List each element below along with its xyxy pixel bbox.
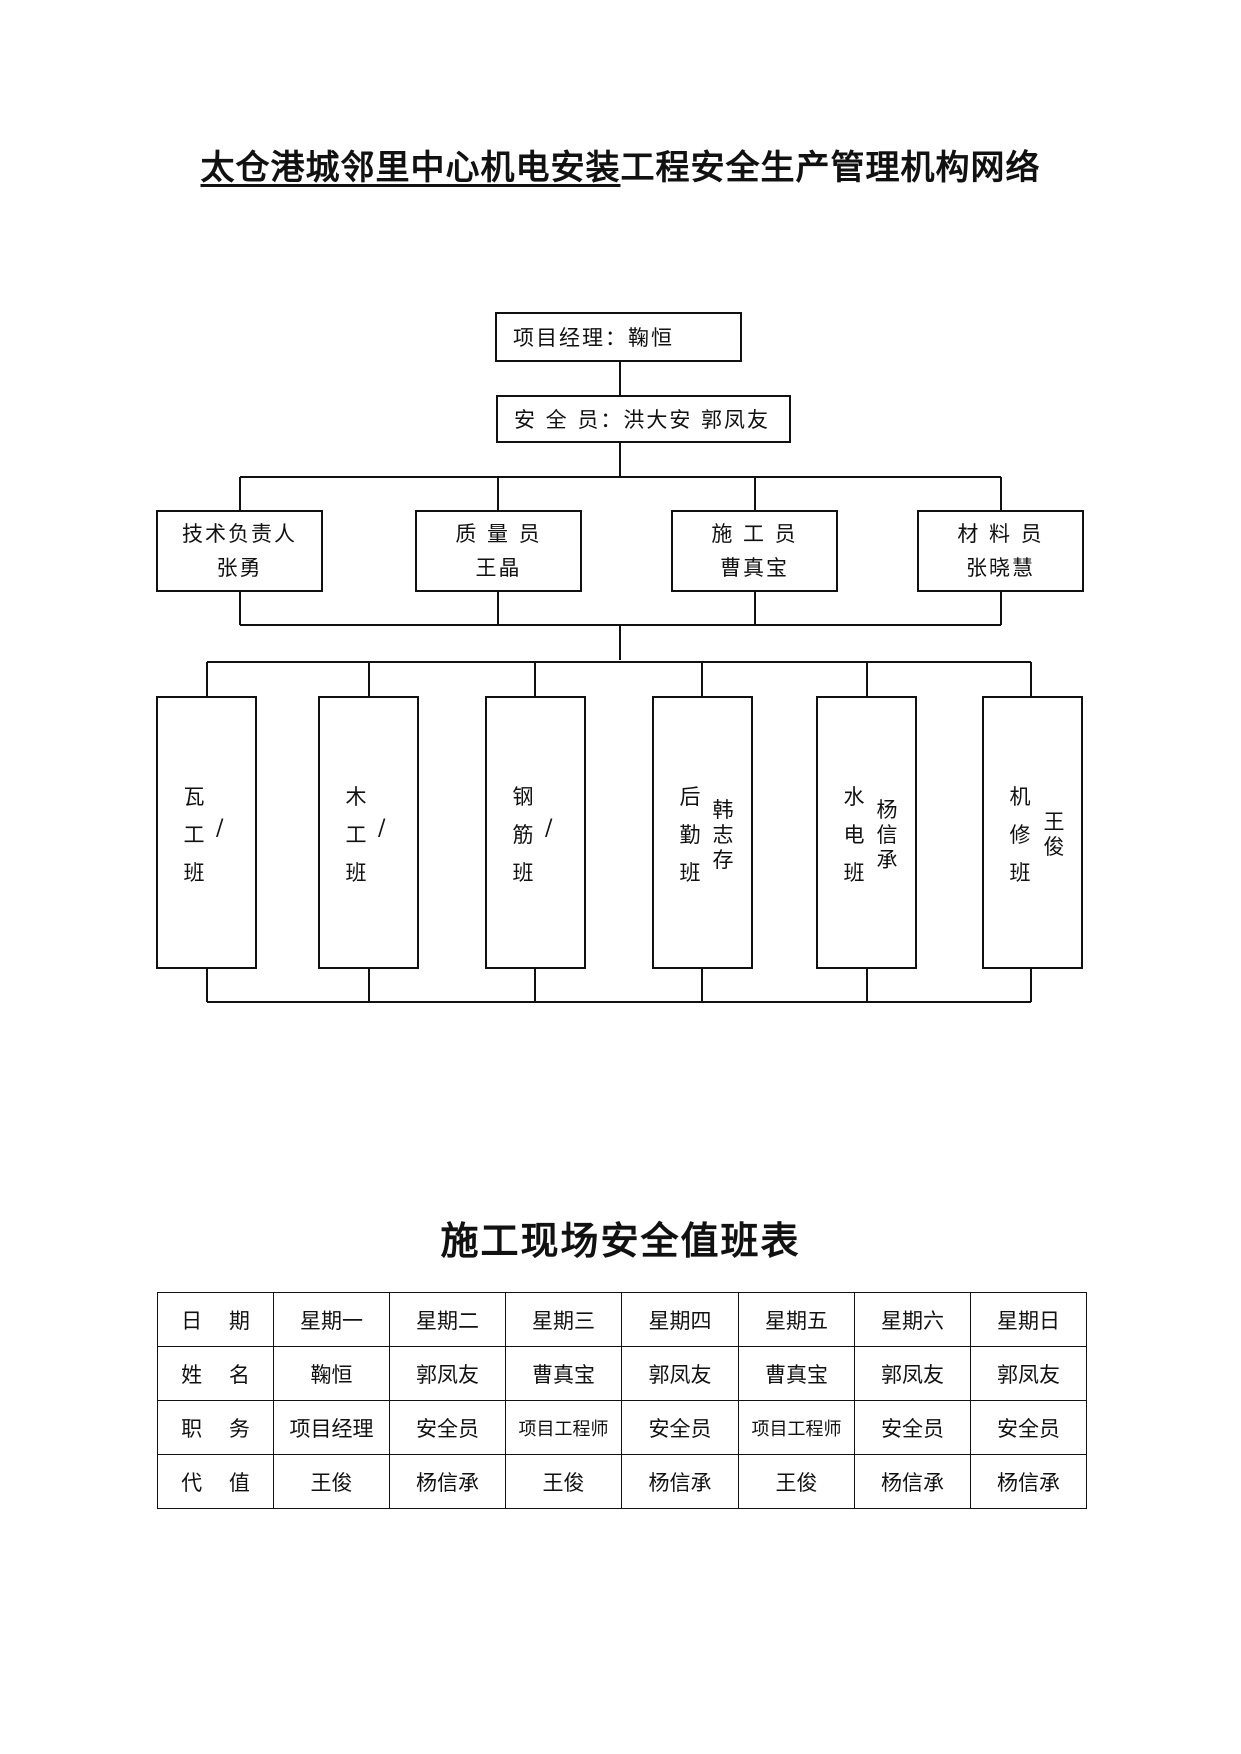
team-char: 班: [183, 861, 207, 885]
document-title: 太仓港城邻里中心机电安装工程安全生产管理机构网络: [0, 140, 1241, 189]
role-name: 张晓慧: [966, 556, 1035, 580]
table-row: 姓 名 鞠恒 郭凤友 曹真宝 郭凤友 曹真宝 郭凤友 郭凤友: [157, 1346, 1087, 1401]
table-cell: 鞠恒: [273, 1346, 390, 1401]
table-cell: 曹真宝: [505, 1346, 622, 1401]
team-char: 勤: [679, 823, 703, 847]
table-cell: 王俊: [273, 1454, 390, 1509]
team-box-electrical: 水 电 班 杨信承: [816, 696, 917, 969]
table-cell: 郭凤友: [970, 1346, 1087, 1401]
team-leader: /: [216, 816, 226, 841]
role-title: 施 工 员: [711, 522, 798, 546]
table-row: 职 务 项目经理 安全员 项目工程师 安全员 项目工程师 安全员 安全员: [157, 1400, 1087, 1455]
team-char: 班: [679, 861, 703, 885]
role-box-materials: 材 料 员 张晓慧: [917, 510, 1084, 592]
safety-officer-label: 安 全 员：洪大安 郭凤友: [514, 408, 771, 432]
table-cell: 项目工程师: [505, 1400, 622, 1455]
table-cell: 曹真宝: [738, 1346, 855, 1401]
title-rest-part: 工程安全生产管理机构网络: [620, 148, 1041, 188]
table-cell: 星期一: [273, 1292, 390, 1347]
table-cell: 星期三: [505, 1292, 622, 1347]
project-manager-box: 项目经理：鞠恒: [495, 312, 742, 362]
team-box-repair: 机 修 班 王俊: [982, 696, 1083, 969]
role-name: 王晶: [475, 556, 522, 580]
table-cell: 杨信承: [854, 1454, 971, 1509]
table-cell: 杨信承: [970, 1454, 1087, 1509]
team-char: 修: [1009, 823, 1033, 847]
team-leader: 王俊: [1043, 810, 1067, 859]
role-title: 材 料 员: [957, 522, 1044, 546]
row-header: 代 值: [157, 1454, 274, 1509]
table-cell: 安全员: [389, 1400, 506, 1455]
title-underlined-part: 太仓港城邻里中心机电安装: [200, 148, 621, 188]
team-leader: /: [545, 816, 555, 841]
role-title: 技术负责人: [182, 522, 297, 546]
team-char: 电: [843, 823, 867, 847]
table-cell: 星期四: [621, 1292, 739, 1347]
team-char: 机: [1009, 785, 1033, 809]
role-name: 曹真宝: [720, 556, 789, 580]
table-cell: 王俊: [505, 1454, 622, 1509]
team-char: 后: [679, 785, 703, 809]
team-box-carpentry: 木 工 班 /: [318, 696, 419, 969]
role-title: 质 量 员: [455, 522, 542, 546]
table-cell: 星期五: [738, 1292, 855, 1347]
row-header: 姓 名: [157, 1346, 274, 1401]
team-box-rebar: 钢 筋 班 /: [485, 696, 586, 969]
duty-table-title: 施工现场安全值班表: [440, 1219, 801, 1263]
role-box-tech-lead: 技术负责人 张勇: [156, 510, 323, 592]
team-char: 班: [843, 861, 867, 885]
row-header: 日 期: [157, 1292, 274, 1347]
table-cell: 郭凤友: [389, 1346, 506, 1401]
table-cell: 杨信承: [621, 1454, 739, 1509]
team-char: 瓦: [183, 785, 207, 809]
team-char: 班: [345, 861, 369, 885]
team-char: 工: [183, 823, 207, 847]
team-char: 水: [843, 785, 867, 809]
duty-table: 日 期 星期一 星期二 星期三 星期四 星期五 星期六 星期日 姓 名 鞠恒 郭…: [157, 1292, 1087, 1509]
team-box-logistics: 后 勤 班 韩志存: [652, 696, 753, 969]
role-box-construction: 施 工 员 曹真宝: [671, 510, 838, 592]
table-cell: 郭凤友: [621, 1346, 739, 1401]
table-cell: 杨信承: [389, 1454, 506, 1509]
table-cell: 项目经理: [273, 1400, 390, 1455]
project-manager-label: 项目经理：鞠恒: [513, 326, 674, 350]
table-row: 代 值 王俊 杨信承 王俊 杨信承 王俊 杨信承 杨信承: [157, 1454, 1087, 1509]
team-leader: 韩志存: [712, 798, 736, 872]
table-cell: 安全员: [854, 1400, 971, 1455]
table-cell: 安全员: [621, 1400, 739, 1455]
table-cell: 星期日: [970, 1292, 1087, 1347]
team-char: 钢: [512, 785, 536, 809]
team-char: 班: [1009, 861, 1033, 885]
team-leader: 杨信承: [876, 798, 900, 872]
role-name: 张勇: [216, 556, 263, 580]
team-box-tile: 瓦 工 班 /: [156, 696, 257, 969]
safety-officer-box: 安 全 员：洪大安 郭凤友: [496, 395, 791, 443]
table-cell: 项目工程师: [738, 1400, 855, 1455]
team-leader: /: [378, 816, 388, 841]
table-cell: 星期二: [389, 1292, 506, 1347]
team-char: 班: [512, 861, 536, 885]
team-char: 木: [345, 785, 369, 809]
table-cell: 王俊: [738, 1454, 855, 1509]
role-box-quality: 质 量 员 王晶: [415, 510, 582, 592]
team-char: 筋: [512, 823, 536, 847]
table-cell: 星期六: [854, 1292, 971, 1347]
team-char: 工: [345, 823, 369, 847]
row-header: 职 务: [157, 1400, 274, 1455]
table-cell: 郭凤友: [854, 1346, 971, 1401]
table-row: 日 期 星期一 星期二 星期三 星期四 星期五 星期六 星期日: [157, 1292, 1087, 1347]
table-cell: 安全员: [970, 1400, 1087, 1455]
